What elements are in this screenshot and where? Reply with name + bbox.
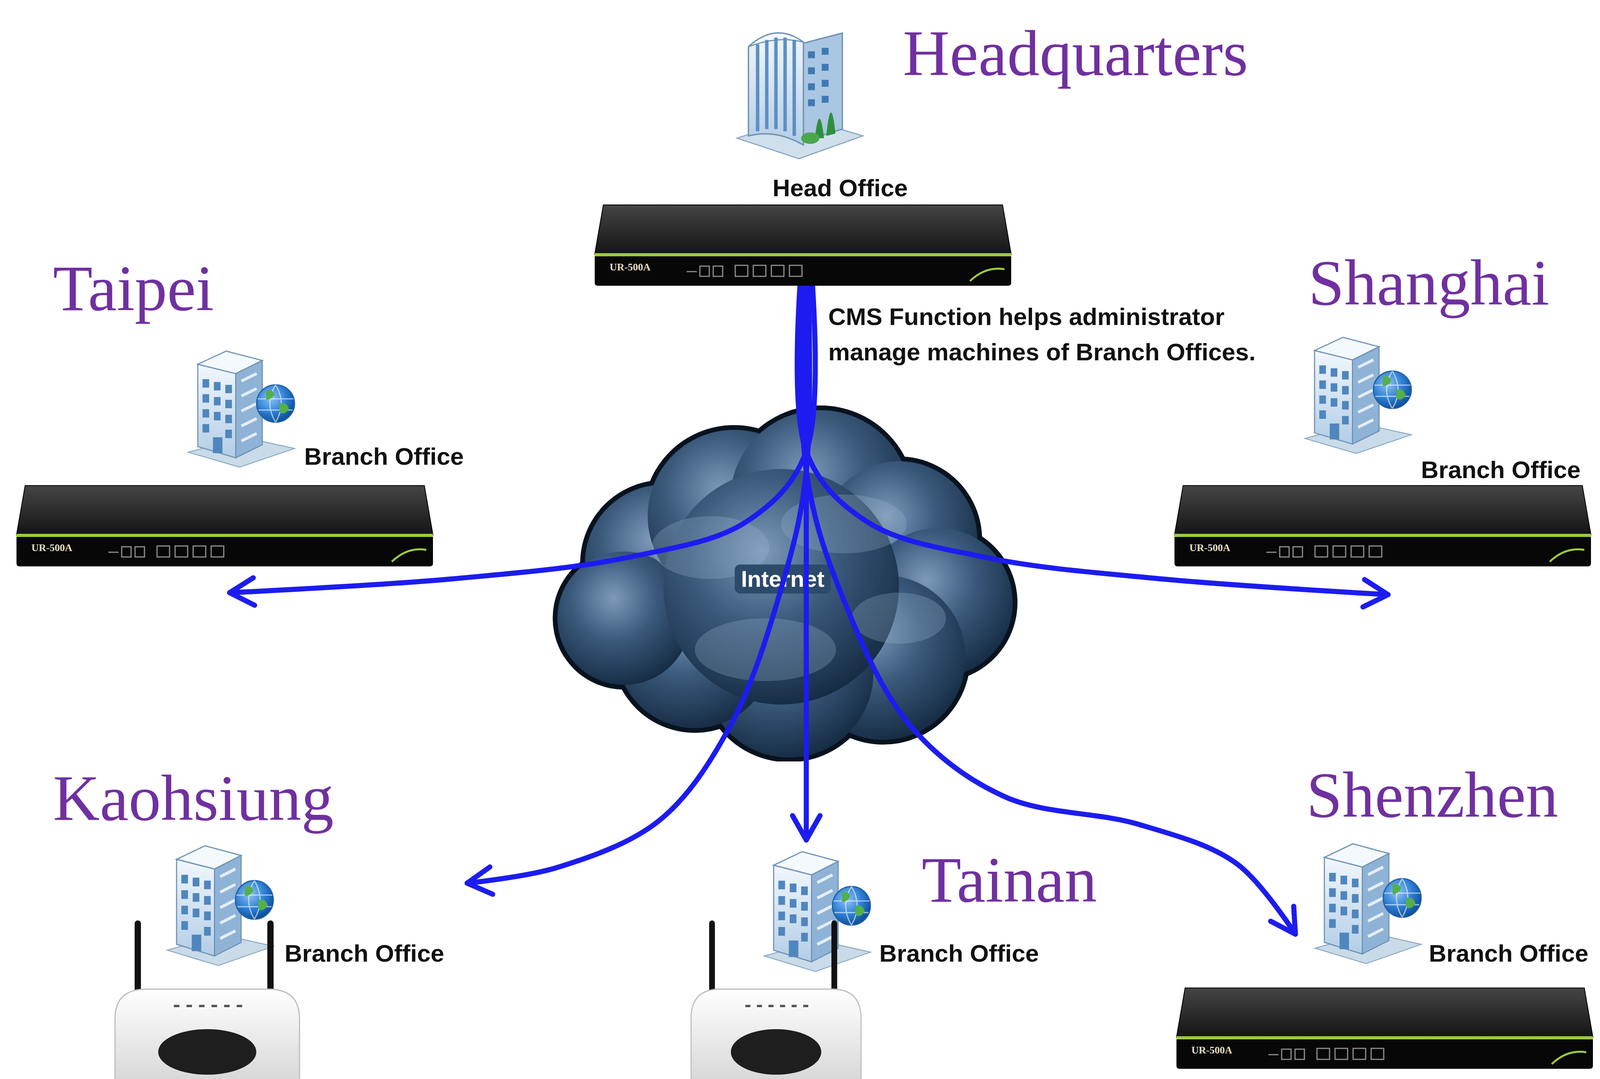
branch-device — [16, 485, 433, 567]
city-label: Shenzhen — [1306, 757, 1558, 833]
head-office-device — [594, 204, 1012, 286]
branch-building — [1305, 337, 1412, 454]
cloud-glint — [694, 618, 837, 682]
text-slot: Shenzhen — [1306, 757, 1558, 833]
city-label: Tainan — [921, 842, 1098, 918]
text-slot: Branch Office — [1421, 455, 1581, 485]
branch-device — [1176, 988, 1593, 1069]
branch-building — [167, 845, 274, 966]
city-label: Kaohsiung — [52, 761, 334, 836]
text-slot: CMS Function helps administrator manage … — [828, 299, 1268, 370]
text-slot: Branch Office — [879, 938, 1040, 969]
text-slot: Head Office — [772, 173, 908, 203]
text-slot: Branch Office — [304, 442, 464, 472]
branch-building — [1315, 843, 1422, 964]
model-name: UR-500A — [609, 262, 651, 273]
text-slot: Headquarters — [902, 16, 1249, 91]
site-caption: Branch Office — [304, 442, 464, 472]
site-caption: Branch Office — [879, 938, 1040, 969]
model-name: UR-500A — [1191, 1045, 1233, 1056]
model-name: UR-500A — [1189, 542, 1231, 554]
connector-group — [229, 208, 1389, 935]
city-label: Taipei — [52, 251, 214, 326]
headquarters-building — [737, 32, 864, 159]
wireless-router — [115, 920, 300, 1079]
branch-device — [1174, 485, 1591, 567]
text-slot: Tainan — [921, 842, 1098, 918]
text-slot: Branch Office — [284, 938, 445, 969]
text-slot: UR-500A — [609, 262, 651, 273]
link-arrow — [467, 208, 810, 884]
site-caption: Branch Office — [1421, 455, 1581, 485]
text-slot: Taipei — [52, 251, 214, 326]
branch-building — [188, 351, 295, 468]
site-group: HeadquartersHead Office — [722, 7, 1288, 209]
site-caption: Branch Office — [1428, 938, 1589, 969]
text-slot: Kaohsiung — [52, 761, 334, 836]
model-name: UR-500A — [31, 542, 73, 554]
site-group: ShenzhenBranch Office — [1295, 753, 1594, 982]
text-slot: UR-500A — [31, 542, 73, 554]
wireless-router — [690, 920, 861, 1079]
text-slot: UR-500A — [1189, 542, 1231, 554]
cloud-glint — [781, 494, 907, 554]
site-caption: Head Office — [772, 173, 908, 203]
callout-note: CMS Function helps administrator manage … — [828, 299, 1268, 370]
cloud-body — [557, 410, 1013, 758]
city-label: Shanghai — [1308, 245, 1550, 321]
site-group: KaohsiungBranch Office — [47, 755, 468, 982]
cloud-glints — [651, 494, 947, 682]
text-slot: Branch Office — [1428, 938, 1589, 969]
text-slot: Shanghai — [1308, 245, 1550, 321]
site-group: TainanBranch Office — [745, 840, 1123, 982]
cloud-rim — [552, 405, 1018, 762]
site-caption: Branch Office — [284, 938, 445, 969]
text-slot: UR-500A — [1191, 1045, 1233, 1056]
branch-building — [764, 851, 871, 972]
city-label: Headquarters — [902, 16, 1249, 91]
cloud-glint — [851, 592, 947, 644]
